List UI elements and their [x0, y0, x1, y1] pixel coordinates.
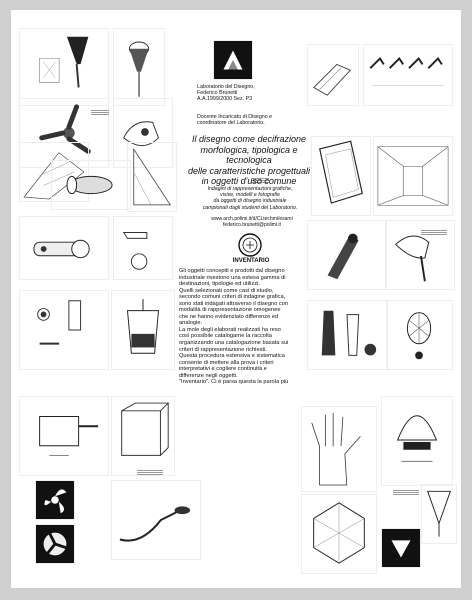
poster-subtitle: Indagini di rappresentazioni grafiche, v…: [179, 186, 321, 211]
title-line: Il disegno come decifrazione: [191, 134, 307, 144]
drawing-roller: [51, 160, 131, 210]
incarico-line: Docente Incaricato di Disegno e: [197, 114, 273, 120]
drawing-tools: [307, 300, 387, 370]
drawing-pipe-connector: [19, 216, 109, 280]
drawing-dryer-side: [385, 220, 455, 290]
body-line: Quelli selezionati come casi di studio,: [179, 287, 274, 294]
drawing-logo-triangle: [213, 40, 253, 80]
body-line: secondo comuni criteri di indagine grafi…: [179, 294, 286, 301]
lab-line: A.A.1999/2000 Sez. P3: [197, 96, 253, 103]
body-line: interpretativi e cogliere continuità e: [179, 366, 267, 373]
drawing-room-perspective: [373, 136, 453, 216]
drawing-funnel: [19, 28, 109, 106]
subtitle-line: Indagini di rappresentazioni grafiche,: [207, 186, 293, 192]
drawing-cone-object: [113, 28, 165, 106]
drawing-perspective-box: [19, 142, 89, 202]
subtitle-line: visive, modelli e fotografie: [220, 192, 280, 199]
drawing-hair-dryer: [307, 220, 387, 290]
lab-info: Laboratorio del Disegno, Federico Brunet…: [197, 84, 327, 103]
drawing-fan-blades: [19, 98, 109, 168]
drawing-small-parts: [19, 290, 109, 370]
caption-mark: [251, 178, 269, 184]
title-line: tecnologica: [226, 155, 272, 165]
contact-links: www.arch.polimi.it/d/CLtechmi/esami fede…: [187, 216, 317, 228]
drawing-dome: [381, 396, 453, 486]
lab-line: Federico Brunetti: [197, 90, 238, 97]
email-link[interactable]: federico.brunetti@polimi.it: [223, 222, 281, 228]
drawing-hand: [301, 406, 377, 492]
caption-mark: [393, 490, 419, 496]
body-line: che ne hanno evidenziato differenze ed: [179, 313, 279, 320]
drawing-triangle-diagram: [127, 142, 177, 212]
drawing-stapler: [307, 44, 359, 106]
drawing-fan-square-1: [35, 480, 75, 520]
drawing-mixer: [111, 290, 175, 370]
drawing-cable-tool: [111, 480, 201, 560]
body-line: criteri di rappresentazione richiesti.: [179, 346, 267, 353]
body-line: Questa procedura estensiva e sistematica: [179, 353, 285, 360]
body-line: sono stati indagati attraverso il disegn…: [179, 300, 289, 307]
inventario-label: INVENTARIO: [232, 258, 270, 264]
drawing-fan-square-2: [35, 524, 75, 564]
body-line: Gli oggetti concepiti e prodotti dal dis…: [179, 268, 285, 274]
body-line: destinazioni, tipologie ed utilizzi.: [179, 281, 260, 288]
body-line: organizzando una catalogazione basata su…: [179, 340, 289, 347]
body-text: Gli oggetti concepiti e prodotti dal dis…: [179, 268, 319, 379]
closing-line: "Inventario". Ci è parsa questa la parol…: [179, 379, 289, 385]
incarico-line: coordinatore del Laboratorio.: [197, 120, 265, 127]
title-line: in oggetti d'uso comune: [201, 176, 297, 186]
title-line: morfologica, tipologica e: [200, 144, 298, 155]
body-line: così possibile catalogarne la raccolta: [179, 333, 272, 340]
lab-line: Laboratorio del Disegno,: [197, 84, 255, 90]
drawing-pyramid: [421, 484, 457, 544]
inventario-stamp-icon: [237, 232, 263, 258]
caption-mark: [421, 230, 447, 236]
subtitle-line: campionati dagli studenti del Laboratori…: [202, 204, 298, 211]
drawing-triangle-square: [381, 528, 421, 568]
body-line: consente di mettere alla prova i criteri: [179, 359, 274, 366]
incarico-info: Docente Incaricato di Disegno e coordina…: [197, 114, 327, 126]
drawing-rotor: [387, 300, 453, 370]
subtitle-line: da oggetti di disegno industriale: [213, 198, 287, 205]
website-link[interactable]: www.arch.polimi.it/d/CLtechmi/esami: [211, 216, 293, 222]
drawing-hexagon: [301, 494, 377, 574]
caption-mark: [91, 110, 109, 116]
body-line: differenze negli oggetti.: [179, 372, 238, 379]
body-line: industriale rivestono una estesa gamma d…: [179, 274, 286, 281]
drawing-handheld: [113, 98, 173, 168]
body-line: analogie.: [179, 320, 203, 327]
caption-mark: [137, 470, 163, 476]
drawing-cabinet: [311, 136, 371, 216]
body-line: La mole degli elaborati realizzati ha re…: [179, 326, 281, 333]
title-line: delle caratteristiche progettuali: [187, 165, 311, 176]
body-line: modalità di rappresentazione omogenee: [179, 307, 281, 314]
drawing-bottom-left: [19, 396, 109, 476]
poster: Laboratorio del Disegno, Federico Brunet…: [11, 10, 461, 588]
drawing-box-sketch: [111, 396, 175, 476]
poster-title: Il disegno come decifrazione morfologica…: [161, 134, 337, 187]
drawing-sequence: [363, 44, 453, 106]
drawing-shower-head: [113, 216, 173, 280]
